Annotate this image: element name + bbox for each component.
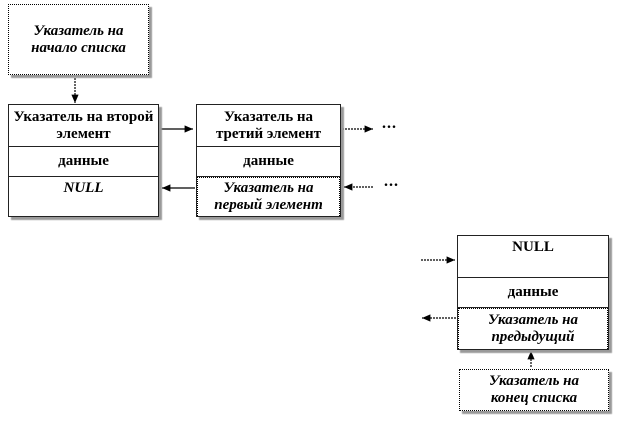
node2-data-field: данные bbox=[197, 147, 340, 177]
continuation-dots-bottom: ... bbox=[384, 173, 399, 190]
tail-pointer-label: Указатель на конец списка bbox=[488, 373, 580, 406]
tail-pointer-box: Указатель на конец списка bbox=[459, 369, 609, 411]
list-node-2: Указатель на третий элемент данные Указа… bbox=[196, 104, 341, 217]
node1-prev-field: NULL bbox=[63, 180, 104, 196]
head-pointer-box: Указатель на начало списка bbox=[8, 4, 149, 75]
list-node-1: Указатель на второй элемент данные NULL bbox=[8, 104, 159, 217]
last-node-next-field: NULL bbox=[458, 236, 608, 278]
list-node-last: NULL данные Указатель на предыдущий bbox=[457, 235, 609, 350]
node1-next-field: Указатель на второй элемент bbox=[9, 105, 158, 147]
node2-next-field: Указатель на третий элемент bbox=[197, 105, 340, 147]
head-pointer-label: Указатель на начало списка bbox=[31, 22, 126, 56]
node1-data-field: данные bbox=[9, 147, 158, 177]
last-node-data-field: данные bbox=[458, 278, 608, 308]
continuation-dots-top: ... bbox=[382, 115, 397, 132]
node2-prev-field: Указатель на первый элемент bbox=[197, 177, 340, 216]
last-node-prev-field: Указатель на предыдущий bbox=[458, 308, 608, 349]
